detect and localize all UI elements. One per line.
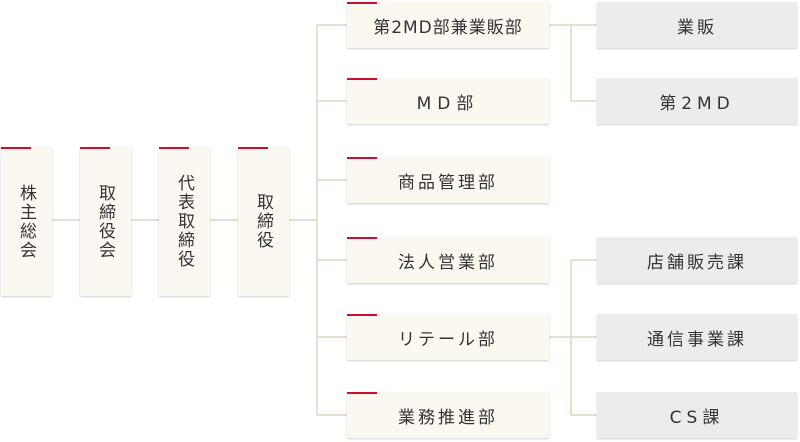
- department-label: MD部: [416, 93, 480, 114]
- department-label: 商品管理部: [398, 172, 498, 193]
- section-box: 業販: [597, 2, 797, 48]
- section-box: 通信事業課: [597, 314, 797, 360]
- director-box: 取締役: [238, 147, 289, 296]
- section-box: 第2MD: [597, 78, 797, 124]
- department-box: 第2MD部兼業販部: [347, 2, 549, 48]
- representative-director-box: 代表取締役: [159, 147, 210, 296]
- department-box: リテール部: [347, 314, 549, 360]
- section-box: CS課: [597, 392, 797, 438]
- department-box: 法人営業部: [347, 237, 549, 283]
- department-label: 業務推進部: [398, 407, 498, 428]
- department-box: MD部: [347, 78, 549, 124]
- representative-director-label: 代表取締役: [174, 174, 194, 269]
- section-label: CS課: [669, 407, 725, 428]
- shareholders-meeting-label: 株主総会: [16, 183, 36, 260]
- section-label: 第2MD: [659, 93, 735, 114]
- department-box: 業務推進部: [347, 392, 549, 438]
- director-label: 取締役: [253, 193, 273, 250]
- board-of-directors-box: 取締役会: [80, 147, 131, 296]
- section-box: 店舗販売課: [597, 237, 797, 283]
- section-label: 店舗販売課: [647, 252, 747, 273]
- shareholders-meeting-box: 株主総会: [1, 147, 52, 296]
- department-label: 法人営業部: [398, 252, 498, 273]
- department-label: リテール部: [398, 329, 498, 350]
- board-of-directors-label: 取締役会: [95, 183, 115, 260]
- section-label: 業販: [677, 17, 717, 38]
- department-box: 商品管理部: [347, 157, 549, 203]
- department-label: 第2MD部兼業販部: [373, 17, 523, 38]
- section-label: 通信事業課: [647, 329, 747, 350]
